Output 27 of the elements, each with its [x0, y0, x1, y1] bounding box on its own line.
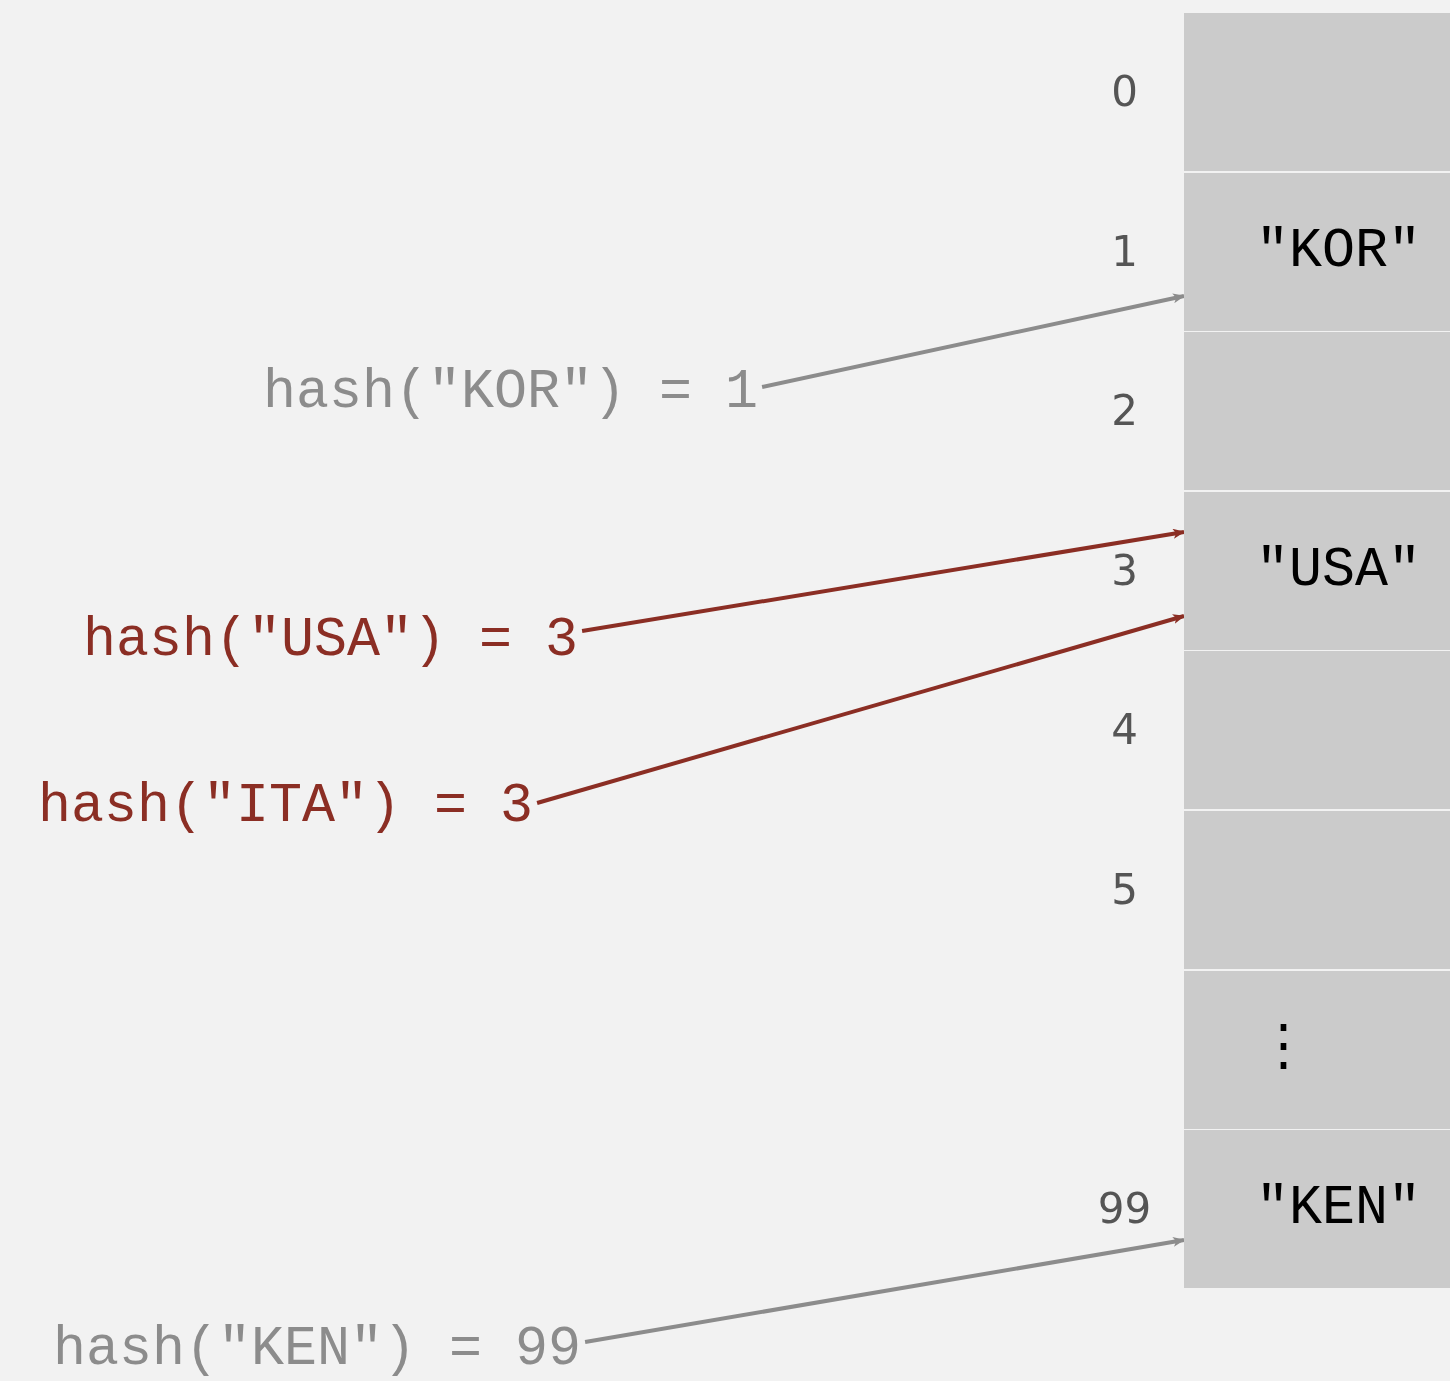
slot-index: 2: [1111, 390, 1138, 433]
slot-index: 0: [1111, 71, 1138, 113]
slot-index: 99: [1097, 1188, 1152, 1231]
slot-index: 1: [1111, 230, 1138, 273]
hash-table-slot: [1184, 491, 1450, 650]
hash-expression: hash("KOR") = 1: [263, 361, 759, 425]
hash-table-slot: [1184, 332, 1450, 491]
arrow: [581, 528, 1185, 633]
hash-expression: hash("ITA") = 3: [38, 775, 534, 839]
arrow: [584, 1236, 1185, 1344]
arrow: [761, 293, 1185, 389]
slot-key: "USA": [1256, 538, 1422, 603]
slot-key: "KOR": [1256, 219, 1422, 284]
slot-index: 5: [1111, 869, 1138, 911]
hash-table-slot: [1184, 13, 1450, 171]
slot-index: 4: [1111, 709, 1138, 752]
hash-table-slot: [1184, 811, 1450, 969]
slot-key: ⋮: [1256, 1017, 1311, 1082]
hash-table-slot: [1184, 651, 1450, 810]
arrow: [536, 614, 1185, 805]
hash-table-slot: [1184, 1130, 1450, 1289]
slot-index: 3: [1111, 549, 1138, 592]
hash-table-slot: [1184, 172, 1450, 331]
slot-key: "KEN": [1256, 1177, 1422, 1242]
hash-table-slot: [1184, 970, 1450, 1129]
hash-expression: hash("KEN") = 99: [53, 1318, 582, 1381]
hash-expression: hash("USA") = 3: [83, 609, 579, 673]
